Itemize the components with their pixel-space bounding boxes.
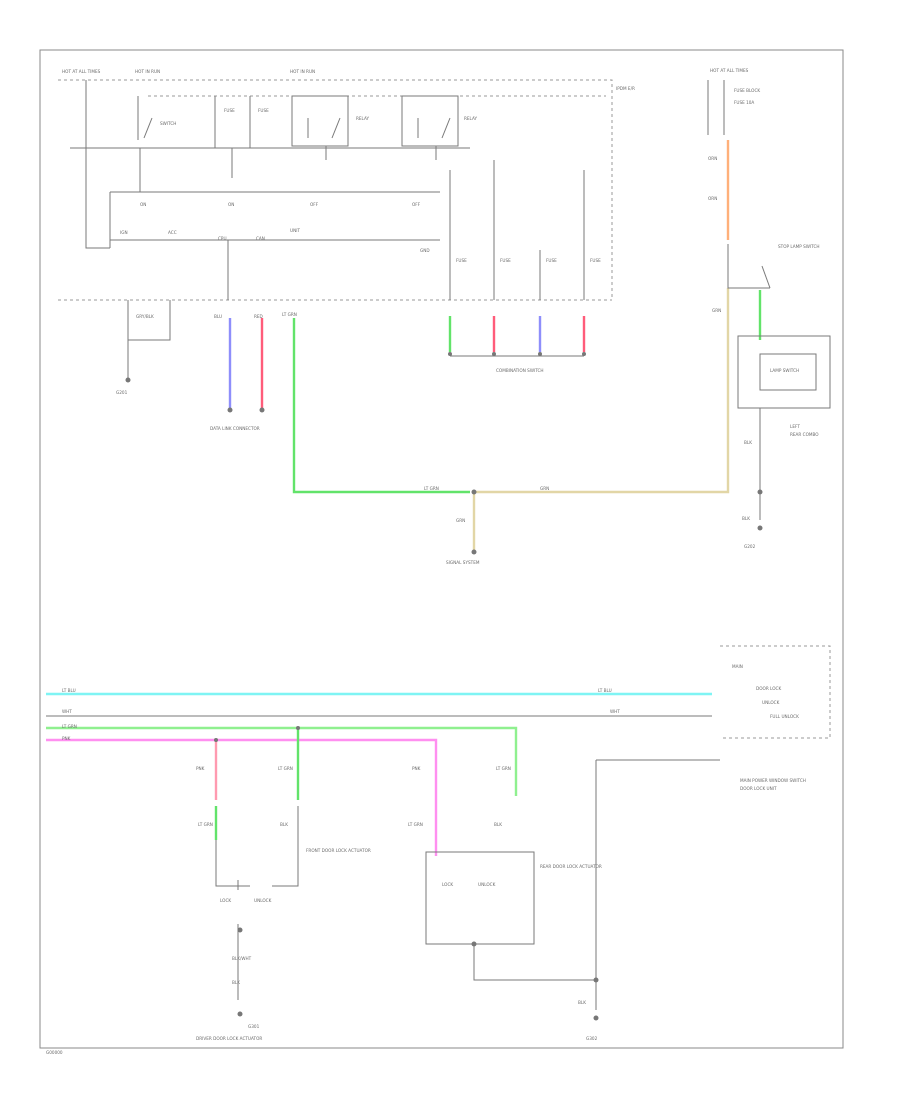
svg-text:WHT: WHT xyxy=(610,709,620,714)
svg-text:PNK: PNK xyxy=(196,766,205,771)
label-combination: COMBINATION SWITCH xyxy=(496,368,544,373)
wire-green-long xyxy=(292,318,470,494)
svg-text:LT GRN: LT GRN xyxy=(496,766,511,771)
svg-text:FUSE: FUSE xyxy=(500,258,511,263)
svg-text:LOCK: LOCK xyxy=(442,882,453,887)
label-hot-at-all: HOT AT ALL TIMES xyxy=(62,69,101,74)
svg-text:RELAY: RELAY xyxy=(464,116,478,121)
svg-text:LT GRN: LT GRN xyxy=(198,822,213,827)
svg-text:ON: ON xyxy=(228,202,234,207)
svg-text:LT GRN: LT GRN xyxy=(278,766,293,771)
svg-text:FUSE: FUSE xyxy=(456,258,467,263)
svg-text:DRIVER DOOR LOCK ACTUATOR: DRIVER DOOR LOCK ACTUATOR xyxy=(196,1036,262,1041)
svg-text:REAR DOOR LOCK ACTUATOR: REAR DOOR LOCK ACTUATOR xyxy=(540,864,602,869)
svg-text:WHT: WHT xyxy=(62,709,72,714)
svg-text:LAMP SWITCH: LAMP SWITCH xyxy=(770,368,799,373)
top-left-module: HOT AT ALL TIMES HOT IN RUN HOT IN RUN I… xyxy=(58,69,635,301)
svg-text:FUSE: FUSE xyxy=(224,108,235,113)
svg-text:UNLOCK: UNLOCK xyxy=(254,898,272,903)
svg-text:FRONT DOOR LOCK ACTUATOR: FRONT DOOR LOCK ACTUATOR xyxy=(306,848,371,853)
svg-text:LT BLU: LT BLU xyxy=(62,688,76,693)
svg-text:LT GRN: LT GRN xyxy=(282,312,297,317)
svg-text:ACC: ACC xyxy=(168,230,177,235)
svg-text:FUSE: FUSE xyxy=(546,258,557,263)
label-ipdm: IPDM E/R xyxy=(616,86,635,91)
svg-text:GRY/BLK: GRY/BLK xyxy=(136,314,154,319)
svg-text:LT BLU: LT BLU xyxy=(598,688,612,693)
label-data-link: DATA LINK CONNECTOR xyxy=(210,426,260,431)
svg-text:G302: G302 xyxy=(586,1036,598,1041)
svg-text:RED: RED xyxy=(254,314,263,319)
svg-text:UNLOCK: UNLOCK xyxy=(478,882,496,887)
diagram-border xyxy=(39,49,844,1049)
bottom-section: MAIN DOOR LOCK UNLOCK FULL UNLOCK LT BLU… xyxy=(46,645,831,1041)
svg-text:BLK: BLK xyxy=(232,980,240,985)
svg-text:BLK: BLK xyxy=(578,1000,586,1005)
svg-text:CPU: CPU xyxy=(218,236,227,241)
svg-text:DOOR LOCK UNIT: DOOR LOCK UNIT xyxy=(740,786,777,791)
svg-text:ORN: ORN xyxy=(708,196,717,201)
svg-text:FUSE BLOCK: FUSE BLOCK xyxy=(734,88,760,93)
svg-text:GRN: GRN xyxy=(456,518,465,523)
top-right-section: HOT AT ALL TIMES FUSE BLOCK FUSE 10A ORN… xyxy=(707,68,831,549)
svg-text:FUSE: FUSE xyxy=(258,108,269,113)
svg-text:FULL UNLOCK: FULL UNLOCK xyxy=(770,714,799,719)
svg-text:REAR COMBO: REAR COMBO xyxy=(790,432,819,437)
svg-text:CAN: CAN xyxy=(256,236,265,241)
svg-text:OFF: OFF xyxy=(310,202,319,207)
label-hot-run: HOT IN RUN xyxy=(135,69,160,74)
svg-text:HOT AT ALL TIMES: HOT AT ALL TIMES xyxy=(710,68,749,73)
svg-text:MAIN: MAIN xyxy=(732,664,743,669)
svg-text:ORN: ORN xyxy=(708,156,717,161)
wire-pink xyxy=(46,738,438,856)
svg-text:BLK: BLK xyxy=(742,516,750,521)
svg-text:DOOR LOCK: DOOR LOCK xyxy=(756,686,781,691)
svg-text:G201: G201 xyxy=(116,390,128,395)
svg-text:BLK: BLK xyxy=(280,822,288,827)
svg-text:RELAY: RELAY xyxy=(356,116,370,121)
svg-text:GRN: GRN xyxy=(712,308,721,313)
svg-text:UNLOCK: UNLOCK xyxy=(762,700,780,705)
wire-tan-long xyxy=(474,288,730,494)
svg-text:BLK/WHT: BLK/WHT xyxy=(232,956,252,961)
svg-text:FUSE: FUSE xyxy=(590,258,601,263)
label-hot-run2: HOT IN RUN xyxy=(290,69,315,74)
svg-text:BLK: BLK xyxy=(744,440,752,445)
fuse-row-right: COMBINATION SWITCH xyxy=(448,316,586,373)
svg-text:UNIT: UNIT xyxy=(290,228,300,233)
svg-text:BLK: BLK xyxy=(494,822,502,827)
svg-text:GND: GND xyxy=(420,248,430,253)
svg-text:LT GRN: LT GRN xyxy=(62,724,77,729)
svg-text:LEFT: LEFT xyxy=(790,424,800,429)
module-dashed-border xyxy=(58,79,613,301)
svg-text:LT GRN: LT GRN xyxy=(424,486,439,491)
svg-text:OFF: OFF xyxy=(412,202,421,207)
svg-text:GRN: GRN xyxy=(540,486,549,491)
svg-text:LT GRN: LT GRN xyxy=(408,822,423,827)
svg-text:ON: ON xyxy=(140,202,146,207)
svg-text:G202: G202 xyxy=(744,544,756,549)
svg-text:LOCK: LOCK xyxy=(220,898,231,903)
ground-left: G201 GRY/BLK xyxy=(116,300,171,395)
svg-text:IGN: IGN xyxy=(120,230,128,235)
svg-text:BLU: BLU xyxy=(214,314,222,319)
svg-text:PNK: PNK xyxy=(62,736,71,741)
colored-wires-top: DATA LINK CONNECTOR BLU RED LT GRN GRN G… xyxy=(210,288,730,565)
svg-text:FUSE 10A: FUSE 10A xyxy=(734,100,754,105)
svg-text:PNK: PNK xyxy=(412,766,421,771)
svg-text:STOP LAMP SWITCH: STOP LAMP SWITCH xyxy=(778,244,820,249)
svg-text:G301: G301 xyxy=(248,1024,260,1029)
wire-lightgreen xyxy=(46,726,518,796)
svg-text:SWITCH: SWITCH xyxy=(160,121,176,126)
svg-text:MAIN POWER WINDOW SWITCH: MAIN POWER WINDOW SWITCH xyxy=(740,778,806,783)
label-signal-system: SIGNAL SYSTEM xyxy=(446,560,480,565)
footer-code: G00000 xyxy=(46,1050,63,1055)
